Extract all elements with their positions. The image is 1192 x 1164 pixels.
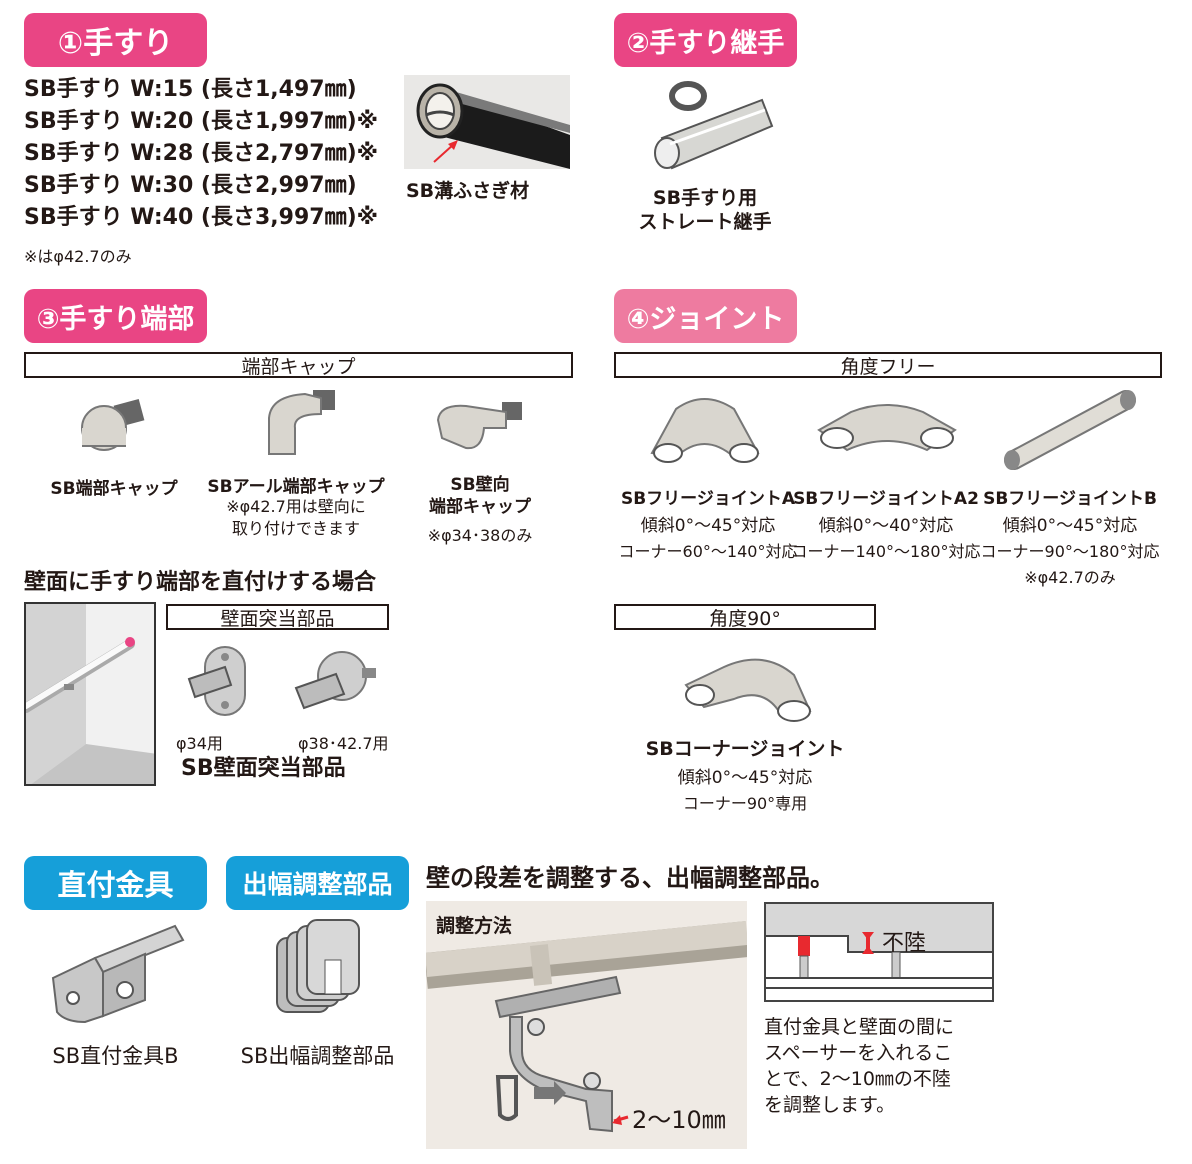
description-line: を調整します。 [764, 1094, 896, 1116]
handrail-item: SB手すり W:30 (長さ2,997㎜) [24, 173, 357, 198]
method-label: 調整方法 [436, 915, 513, 937]
range-label: 2～10㎜ [632, 1106, 726, 1134]
wall-direct-heading: 壁面に手すり端部を直付けする場合 [24, 570, 377, 595]
joint-spec: コーナー140°～180°対応 [791, 542, 981, 561]
note-line: ※φ42.7用は壁向に [226, 497, 366, 516]
joint-spec: コーナー60°～140°対応 [618, 542, 798, 561]
joint-spec: コーナー90°～180°対応 [980, 542, 1160, 561]
wall-end-cap-note: ※φ34･38のみ [427, 526, 533, 545]
wall-part-bar: 壁面突当部品 [166, 604, 389, 630]
free-joint-a2-image [817, 404, 957, 452]
direct-bracket-title: 直付金具 [24, 856, 207, 910]
r-end-cap-caption: SBアール端部キャップ [207, 477, 385, 497]
wall-part-38-label: φ38･42.7用 [298, 734, 389, 753]
adjust-headline: 壁の段差を調整する、出幅調整部品。 [426, 864, 834, 892]
handrail-list: SB手すり W:15 (長さ1,497㎜) SB手すり W:20 (長さ1,99… [24, 74, 378, 234]
wall-end-cap-caption: SB壁向 端部キャップ [400, 474, 560, 518]
wall-part-caption: SB壁面突当部品 [181, 756, 346, 781]
handrail-note: ※はφ42.7のみ [24, 247, 132, 266]
adjust-part-caption: SB出幅調整部品 [240, 1044, 395, 1068]
free-angle-bar: 角度フリー [614, 352, 1162, 378]
description-line: スペーサーを入れるこ [764, 1042, 953, 1064]
adjust-part-image [276, 919, 360, 1013]
wall-part-34-image [187, 646, 246, 716]
free-joint-b-caption: SBフリージョイントB 傾斜0°～45°対応 コーナー90°～180°対応 ※φ… [970, 484, 1170, 588]
direct-bracket-caption: SB直付金具B [52, 1044, 179, 1068]
free-joint-b-image [1004, 390, 1136, 470]
straight-joint-image [654, 81, 774, 170]
straight-joint-caption: SB手すり用 ストレート継手 [620, 186, 790, 234]
description-line: とで、2～10㎜の不陸 [764, 1068, 951, 1090]
handrail-photo [404, 75, 570, 169]
joint-name: SBコーナージョイント [645, 738, 845, 760]
joint-name: SBフリージョイントA2 [793, 489, 979, 509]
joint-name: SBフリージョイントB [983, 489, 1157, 509]
description-line: 直付金具と壁面の間に [764, 1016, 955, 1038]
joint-spec: 傾斜0°～40°対応 [818, 516, 954, 536]
joint-spec: 傾斜0°～45°対応 [640, 516, 776, 536]
section-title-joint: ②手すり継手 [614, 13, 797, 67]
section-title-handrail: ①手すり [24, 13, 207, 67]
direct-bracket-image [51, 924, 185, 1024]
end-cap-caption: SB端部キャップ [50, 479, 178, 499]
caption-line: SB壁向 [450, 475, 510, 495]
free-joint-a2-caption: SBフリージョイントA2 傾斜0°～40°対応 コーナー140°～180°対応 [786, 484, 986, 562]
pointer-arrow-icon [433, 140, 458, 163]
joint-name: SBフリージョイントA [620, 489, 796, 509]
r-end-cap-note: ※φ42.7用は壁向に 取り付けできます [196, 496, 396, 540]
joint-spec: 傾斜0°～45°対応 [1002, 516, 1138, 536]
handrail-item: SB手すり W:40 (長さ3,997㎜)※ [24, 205, 379, 230]
caption-line: 端部キャップ [429, 497, 531, 517]
groove-caption: SB溝ふさぎ材 [406, 180, 530, 202]
end-cap-image [81, 399, 145, 451]
unevenness-label: 不陸 [882, 931, 927, 956]
caption-line: SB手すり用 [652, 187, 758, 209]
note-line: 取り付けできます [231, 519, 360, 538]
wall-part-34-label: φ34用 [176, 734, 223, 753]
wall-end-cap-image [436, 402, 522, 450]
section-title-end: ③手すり端部 [24, 289, 207, 343]
free-joint-a-image [650, 398, 760, 463]
adjust-photo [426, 901, 747, 1149]
adjust-description: 直付金具と壁面の間に スペーサーを入れるこ とで、2～10㎜の不陸 を調整します… [764, 1014, 954, 1118]
step-diagram [764, 902, 994, 1002]
corner-joint-image [684, 658, 812, 722]
corner-joint-caption: SBコーナージョイント 傾斜0°～45°対応 コーナー90°専用 [645, 734, 845, 814]
free-joint-a-caption: SBフリージョイントA 傾斜0°～45°対応 コーナー60°～140°対応 [608, 484, 808, 562]
handrail-item: SB手すり W:28 (長さ2,797㎜)※ [24, 141, 379, 166]
caption-line: ストレート継手 [638, 211, 772, 233]
angle-90-bar: 角度90° [614, 604, 876, 630]
section-title-joints: ④ジョイント [614, 289, 797, 343]
handrail-item: SB手すり W:20 (長さ1,997㎜)※ [24, 109, 379, 134]
wall-part-38-image [294, 651, 376, 710]
r-end-cap-image [268, 390, 335, 455]
joint-spec: コーナー90°専用 [682, 794, 808, 813]
joint-spec: 傾斜0°～45°対応 [677, 768, 813, 788]
end-cap-bar: 端部キャップ [24, 352, 573, 378]
handrail-item: SB手すり W:15 (長さ1,497㎜) [24, 77, 357, 102]
adjust-part-title: 出幅調整部品 [226, 856, 409, 910]
wall-photo [24, 602, 156, 786]
joint-note: ※φ42.7のみ [1024, 568, 1116, 587]
